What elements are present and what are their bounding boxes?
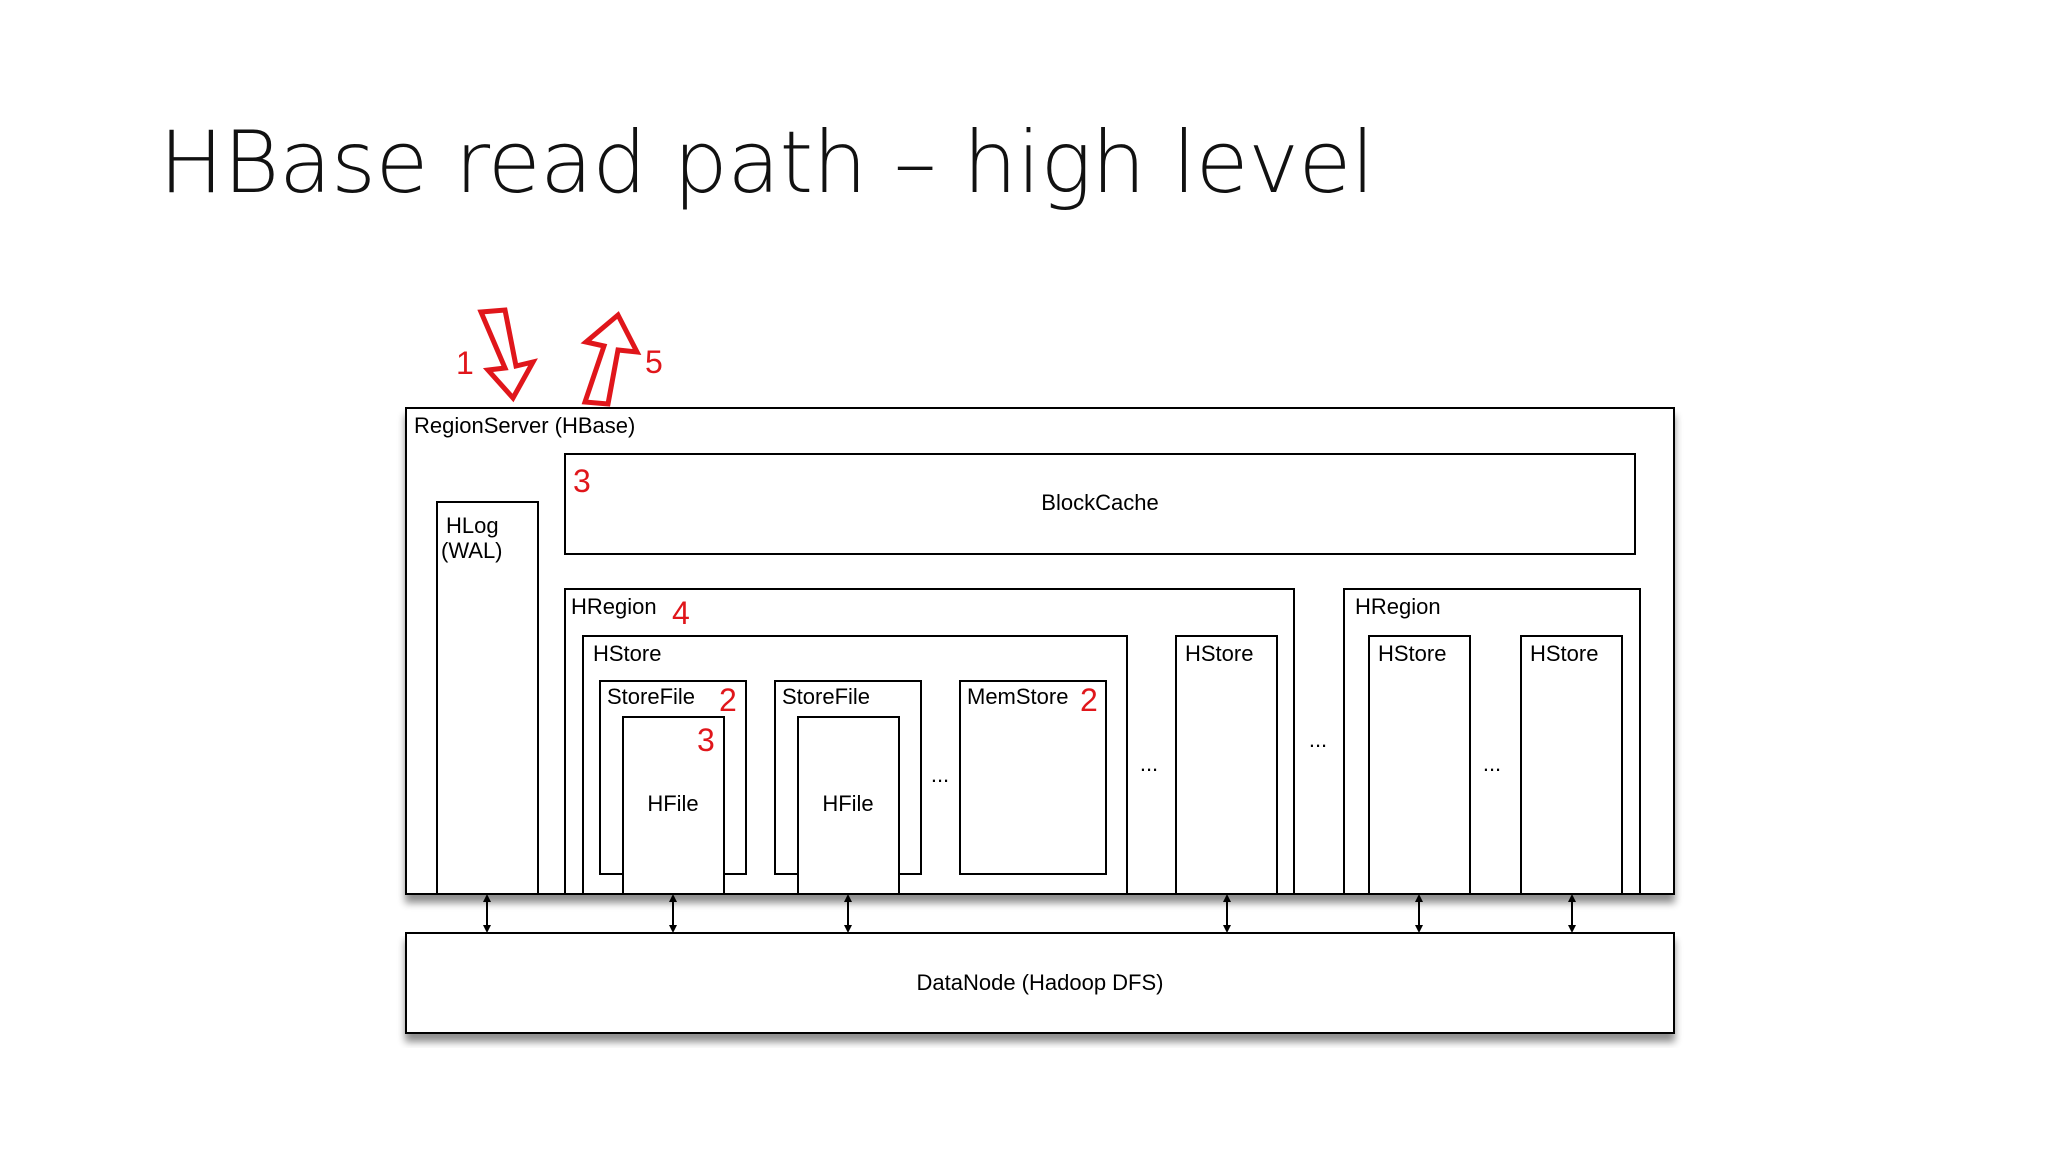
hstore-main: HStore StoreFile 2 3 HFile StoreFile HFi… [582,635,1128,895]
step-marker-2-storefile: 2 [719,682,737,718]
datanode-label: DataNode (Hadoop DFS) [916,970,1163,995]
io-links [483,894,1576,933]
blockcache: 3 BlockCache [564,453,1636,555]
step-marker-3-blockcache: 3 [573,463,591,499]
memstore: MemStore 2 [959,680,1107,875]
hlog-label: HLog [446,513,499,538]
hstore-secondary: HStore [1175,635,1278,895]
hlog-wal: HLog (WAL) [436,501,539,895]
storefile-1: StoreFile 2 3 HFile [599,680,747,895]
hregion-secondary: HRegion HStore ... HStore [1343,588,1641,895]
hstore-label: HStore [1530,641,1598,666]
request-arrow-icon [477,307,538,403]
ellipsis-hstores: ... [1140,751,1158,776]
hregion-primary: HRegion 4 HStore StoreFile 2 3 HFile Sto… [564,588,1295,895]
storefile-2: StoreFile HFile [774,680,922,895]
hfile-label: HFile [822,791,873,816]
hfile-label: HFile [647,791,698,816]
blockcache-label: BlockCache [1041,490,1158,515]
hstore-label: HStore [593,641,661,666]
wal-label: (WAL) [441,538,503,563]
memstore-label: MemStore [967,684,1068,709]
slide-title: HBase read path – high level [159,113,1375,213]
ellipsis-storefiles: ... [931,762,949,787]
hstore-region2-a: HStore [1368,635,1471,895]
step-marker-1: 1 [456,345,474,381]
region-server-label: RegionServer (HBase) [414,413,635,438]
hregion-label: HRegion [571,594,657,619]
response-arrow-icon [580,311,642,407]
step-marker-3-hfile: 3 [697,722,715,758]
datanode: DataNode (Hadoop DFS) [405,932,1675,1034]
step-marker-4: 4 [672,595,690,631]
hregion-label: HRegion [1355,594,1441,619]
hstore-label: HStore [1185,641,1253,666]
ellipsis-region2-hstores: ... [1483,751,1501,776]
storefile-label: StoreFile [607,684,695,709]
ellipsis-hregions: ... [1309,727,1327,752]
step-marker-2-memstore: 2 [1080,682,1098,718]
hstore-label: HStore [1378,641,1446,666]
storefile-label: StoreFile [782,684,870,709]
hstore-region2-b: HStore [1520,635,1623,895]
step-marker-5: 5 [645,344,663,380]
